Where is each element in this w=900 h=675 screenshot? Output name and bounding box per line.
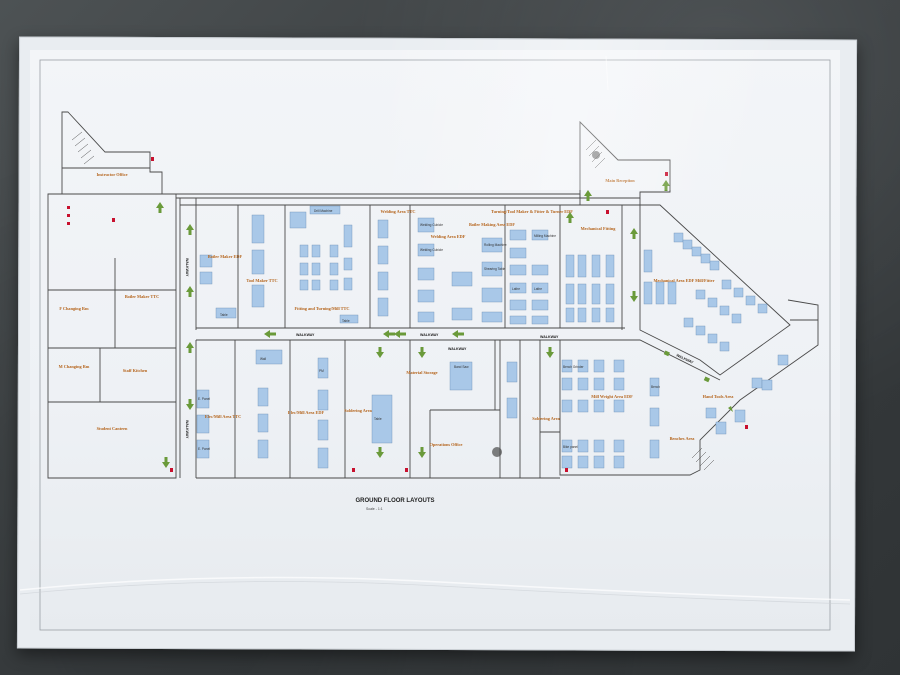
label-fitting-turning: Fitting and Turning/Mill TTC: [295, 306, 350, 311]
walkway-label-h2: WALKWAY: [420, 333, 439, 337]
equip-table-3: Table: [374, 417, 382, 421]
label-tool-maker-ttc: Tool Maker TTC: [246, 278, 277, 283]
equip-bike-panel: Bike panel: [563, 445, 578, 449]
equip-shearing: Shearing Table: [484, 267, 505, 271]
plan-title: GROUND FLOOR LAYOUTS: [355, 498, 435, 504]
equip-table-1: Table: [220, 313, 228, 317]
label-boiler-maker-edf: Boiler Maker EDF: [208, 254, 243, 259]
walkway-label-vertical-lower: WALKWAY: [185, 420, 189, 439]
label-welding-ttc: Welding Area TTC: [381, 209, 416, 214]
label-elec-mill-ttc: Elec/Mill Area TTC: [205, 414, 241, 419]
label-instructor-office: Instructor Office: [96, 172, 127, 177]
walkway-arrows: [156, 180, 733, 468]
label-soldering-2: Soldering Area: [532, 416, 560, 421]
label-main-reception: Main Reception: [605, 178, 635, 183]
walkway-label-vertical: WALKWAY: [185, 258, 189, 277]
plan-scale: Scale - 1:1: [366, 507, 383, 511]
label-mill-wright: Mill Wright Area EDF: [591, 394, 633, 399]
walls: [47, 111, 819, 479]
equip-drill: Drill Machine: [314, 209, 333, 213]
label-boiler-making-edf: Boiler Making Area EDF: [469, 222, 515, 227]
tear-mark-bottom: [492, 447, 502, 457]
equip-rolling: Rolling Machine: [484, 243, 507, 247]
equip-e-panel-2: E. Panel: [198, 447, 210, 451]
walkway-label-h4: WALKWAY: [448, 347, 467, 351]
tear-mark-top: [592, 151, 600, 159]
equip-bench-grinder: Bench Grinder: [563, 365, 584, 369]
label-student-canteen: Student Canteen: [97, 426, 128, 431]
equip-wall: Wall: [260, 357, 266, 361]
label-benches: Benches Area: [670, 436, 696, 441]
label-operations-office: Operations Office: [430, 442, 463, 447]
walkway-label-h3: WALKWAY: [540, 335, 559, 339]
label-mechanical-area: Mechanical Area EDF Mill/Fitter: [654, 278, 715, 283]
equipment-blocks: [196, 205, 789, 469]
label-hand-tools: Hand Tools Area: [703, 394, 735, 399]
walkway-label-h1: WALKWAY: [296, 333, 315, 337]
equip-lathe-2: Lathe: [534, 287, 542, 291]
plastic-crease: [605, 55, 609, 91]
laminate-glare: [380, 40, 860, 190]
equip-lathe-1: Lathe: [512, 287, 520, 291]
label-staff-kitchen: Staff Kitchen: [123, 368, 148, 373]
equip-pm: PM: [319, 369, 324, 373]
label-f-changing: F Changing Rm: [59, 306, 89, 311]
label-elec-mill-edf: Elec/Mill Area EDF: [288, 410, 325, 415]
equip-welding-2: Welding Cubicle: [420, 248, 443, 252]
stairs-left: [71, 131, 95, 165]
equip-saw: Band Saw: [454, 365, 469, 369]
equip-bench-1: Bench: [651, 385, 660, 389]
label-m-changing: M Changing Rm: [59, 364, 90, 369]
equip-table-2: Table: [342, 319, 350, 323]
label-boiler-maker-ttc: Boiler Maker TTC: [125, 294, 159, 299]
label-turning-tool: Turning/Tool Maker & Fitter & Turner EDF: [491, 209, 573, 214]
exit-markers: [67, 157, 748, 472]
drawing-border: [39, 59, 831, 631]
stairs-bottom-right: [691, 447, 715, 471]
equip-welding-1: Welding Cubicle: [420, 223, 443, 227]
label-mechanical-fitting: Mechanical Fitting: [581, 226, 617, 231]
laminate-fold: [20, 576, 850, 605]
walkway-label-diag: WALKWAY: [676, 353, 695, 365]
label-welding-edf: Welding Area EDF: [431, 234, 466, 239]
equip-e-panel-1: E. Panel: [198, 397, 210, 401]
label-soldering-1: Soldering Area: [344, 408, 372, 413]
label-material-storage: Material Storage: [406, 370, 437, 375]
equip-milling: Milling Machine: [534, 234, 556, 238]
